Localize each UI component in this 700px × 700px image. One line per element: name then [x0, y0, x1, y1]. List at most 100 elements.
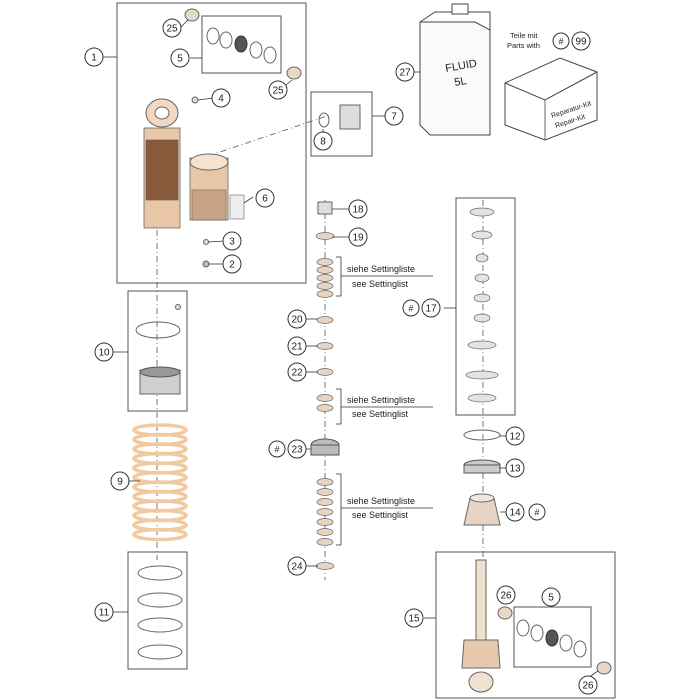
callout-23: 23# — [268, 439, 307, 459]
shock-body — [143, 96, 245, 268]
callout-circle — [505, 502, 525, 522]
callout-circle — [287, 336, 307, 356]
callout-number: 7 — [391, 112, 397, 123]
callout-24: 24 — [287, 556, 307, 576]
hash-symbol: # — [408, 304, 413, 314]
callout-19: 19 — [348, 227, 368, 247]
callout-number: 1 — [91, 53, 97, 64]
hash-circle — [268, 440, 286, 458]
callout-number: 99 — [575, 37, 587, 48]
callout-circle — [505, 458, 525, 478]
callout-number: 13 — [509, 464, 521, 475]
piston-23 — [310, 438, 340, 456]
callout-circle — [404, 608, 424, 628]
callout-number: 4 — [218, 94, 224, 105]
assembly-box-11 — [127, 551, 188, 670]
callout-number: 25 — [272, 86, 284, 97]
callout-4: 4 — [211, 88, 231, 108]
callout-5: 5 — [541, 587, 561, 607]
callout-number: 17 — [425, 304, 437, 315]
callout-9: 9 — [110, 471, 130, 491]
callout-circle — [211, 88, 231, 108]
callout-26: 26 — [496, 585, 516, 605]
callout-number: 5 — [177, 54, 183, 65]
callout-circle — [110, 471, 130, 491]
callout-number: 19 — [352, 233, 364, 244]
callout-number: 22 — [291, 368, 303, 379]
bushing-26-bottom — [596, 661, 612, 675]
shim-washer — [316, 258, 334, 266]
callout-circle — [255, 188, 275, 208]
callout-8: 8 — [313, 131, 333, 151]
spring-seat-parts — [135, 304, 181, 395]
callout-circle — [287, 439, 307, 459]
callout-circle — [505, 426, 525, 446]
shim-washer — [316, 368, 334, 376]
setting-note-3-en: see Settinglist — [352, 510, 409, 520]
shim-washer — [315, 562, 335, 570]
callout-number: 26 — [500, 591, 512, 602]
assembly-box-7 — [310, 91, 373, 157]
assembly-box-5-bottom — [513, 606, 592, 668]
shim-washer — [316, 290, 334, 298]
shim-washer — [316, 342, 334, 350]
callout-number: 21 — [291, 342, 303, 353]
callout-circle — [287, 556, 307, 576]
spring-spacer-rings — [137, 565, 183, 660]
setting-note-3: siehe Settingliste see Settinglist — [336, 473, 433, 546]
piston-rod — [461, 559, 501, 693]
callout-number: 20 — [291, 315, 303, 326]
shim-washer — [316, 316, 334, 324]
callout-number: 3 — [229, 237, 235, 248]
fluid-can-label-2: 5L — [453, 75, 467, 89]
setting-note-1: siehe Settingliste see Settinglist — [336, 256, 433, 297]
setting-note-2: siehe Settingliste see Settinglist — [336, 388, 433, 425]
shim-washer — [316, 528, 334, 536]
seal-head-stack — [465, 207, 499, 403]
callout-27: 27 — [395, 62, 415, 82]
callout-number: 25 — [166, 24, 178, 35]
seal-head-part — [469, 207, 495, 217]
callout-number: 6 — [262, 194, 268, 205]
callout-number: 26 — [582, 681, 594, 692]
shim-washer — [316, 404, 334, 412]
callout-number: 27 — [399, 68, 411, 79]
callout-14: 14# — [505, 502, 546, 522]
callout-25: 25 — [162, 18, 182, 38]
bushing-25-bottom — [286, 66, 302, 80]
callout-number: 15 — [408, 614, 420, 625]
shim-washer — [316, 266, 334, 274]
setting-note-3-de: siehe Settingliste — [347, 496, 415, 506]
shim-washer — [316, 538, 334, 546]
compression-adjuster — [318, 104, 361, 130]
callout-7: 7 — [384, 106, 404, 126]
callout-1: 1 — [84, 47, 104, 67]
callout-20: 20 — [287, 309, 307, 329]
setting-note-2-en: see Settinglist — [352, 409, 409, 419]
setting-note-2-de: siehe Settingliste — [347, 395, 415, 405]
callout-number: 24 — [291, 562, 303, 573]
setting-note-1-de: siehe Settingliste — [347, 264, 415, 274]
axis-reservoir — [195, 114, 331, 161]
callout-3: 3 — [222, 231, 242, 251]
callout-number: 9 — [117, 477, 123, 488]
fluid-can-label-1: FLUID — [444, 58, 477, 75]
callout-12: 12 — [505, 426, 525, 446]
callout-circle — [384, 106, 404, 126]
callout-5: 5 — [170, 48, 190, 68]
seal-head-part — [467, 393, 497, 403]
hash-circle — [528, 503, 546, 521]
callout-circle — [84, 47, 104, 67]
main-spring — [132, 423, 188, 542]
callout-22: 22 — [287, 362, 307, 382]
callout-circle — [571, 31, 591, 51]
shim-washer — [316, 274, 334, 282]
assembly-box-1 — [116, 2, 307, 284]
shim-washer — [316, 488, 334, 496]
shim-washer — [316, 508, 334, 516]
seal-kit-top — [206, 27, 277, 64]
seal-13 — [463, 459, 501, 474]
callout-circle — [222, 231, 242, 251]
callout-number: 12 — [509, 432, 521, 443]
